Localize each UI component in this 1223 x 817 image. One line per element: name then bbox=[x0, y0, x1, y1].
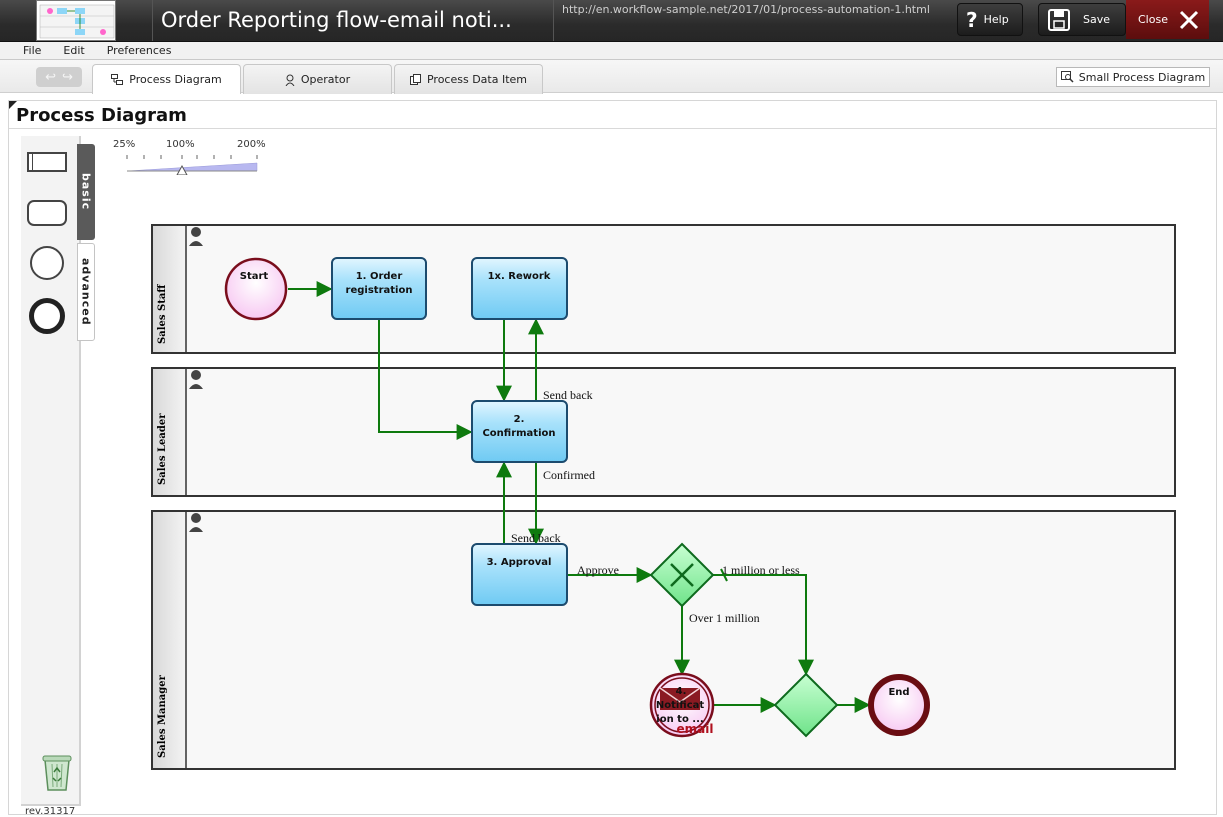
palette-tab-advanced[interactable]: advanced bbox=[77, 243, 95, 341]
menu-file[interactable]: File bbox=[23, 44, 42, 57]
zoom-slider[interactable] bbox=[113, 151, 263, 175]
zoom-label-25: 25% bbox=[113, 139, 136, 150]
collapse-corner-icon[interactable] bbox=[9, 101, 17, 109]
zoom-label-200: 200% bbox=[237, 139, 266, 150]
workspace-title: Process Diagram bbox=[16, 105, 187, 126]
tab-operator[interactable]: Operator bbox=[243, 64, 392, 94]
shape-palette: rev.31317 bbox=[21, 136, 81, 817]
person-icon bbox=[285, 74, 295, 86]
diagram-icon bbox=[111, 74, 124, 85]
palette-start-event-shape[interactable] bbox=[30, 246, 64, 280]
small-process-diagram-label: Small Process Diagram bbox=[1078, 70, 1206, 84]
help-label: Help bbox=[983, 13, 1009, 26]
save-button[interactable]: Save bbox=[1038, 3, 1126, 36]
copy-icon bbox=[409, 74, 421, 85]
palette-task-shape[interactable] bbox=[27, 152, 67, 172]
question-icon: ? bbox=[966, 7, 978, 32]
tab-row: ↩ ↪ Process Diagram Operator Process Dat… bbox=[0, 60, 1223, 94]
floppy-disk-icon bbox=[1048, 8, 1070, 31]
undo-icon[interactable]: ↩ bbox=[45, 69, 56, 85]
menu-edit[interactable]: Edit bbox=[63, 44, 85, 57]
small-process-diagram-button[interactable]: Small Process Diagram bbox=[1056, 67, 1210, 87]
menu-bar: File Edit Preferences bbox=[0, 42, 1223, 60]
revision-label: rev.31317 bbox=[25, 806, 76, 817]
palette-rounded-task-shape[interactable] bbox=[27, 200, 67, 226]
title-divider bbox=[9, 128, 1216, 129]
zoom-label-100: 100% bbox=[166, 139, 195, 150]
process-url[interactable]: http://en.workflow-sample.net/2017/01/pr… bbox=[553, 0, 953, 41]
help-button[interactable]: ? Help bbox=[957, 3, 1023, 36]
save-label: Save bbox=[1083, 13, 1111, 26]
title-bar: Order Reporting flow-email noti... http:… bbox=[0, 0, 1223, 42]
zoom-control: 25% 100% 200% bbox=[113, 139, 266, 175]
magnifier-icon bbox=[1060, 71, 1074, 83]
redo-icon[interactable]: ↪ bbox=[62, 69, 73, 85]
close-button[interactable]: Close bbox=[1126, 0, 1209, 39]
trash-recycle-icon[interactable] bbox=[41, 754, 73, 792]
zoom-slider-handle[interactable] bbox=[176, 164, 188, 175]
diagram-workspace: Process Diagram rev.31317 basic advanced… bbox=[8, 100, 1217, 817]
close-label: Close bbox=[1138, 13, 1168, 26]
tab-process-diagram[interactable]: Process Diagram bbox=[92, 64, 241, 94]
tab-process-data-item[interactable]: Process Data Item bbox=[394, 64, 543, 94]
close-icon bbox=[1179, 10, 1199, 29]
palette-tab-basic[interactable]: basic bbox=[77, 144, 95, 240]
undo-redo-group: ↩ ↪ bbox=[36, 67, 82, 87]
process-thumbnail[interactable] bbox=[36, 0, 116, 41]
window-title: Order Reporting flow-email noti... bbox=[152, 0, 552, 41]
process-thumbnail-image bbox=[39, 4, 115, 39]
tab-process-diagram-label: Process Diagram bbox=[129, 73, 222, 86]
tab-operator-label: Operator bbox=[300, 73, 351, 86]
menu-preferences[interactable]: Preferences bbox=[106, 44, 172, 57]
tab-process-data-item-label: Process Data Item bbox=[426, 73, 528, 86]
palette-end-event-shape[interactable] bbox=[29, 298, 65, 334]
